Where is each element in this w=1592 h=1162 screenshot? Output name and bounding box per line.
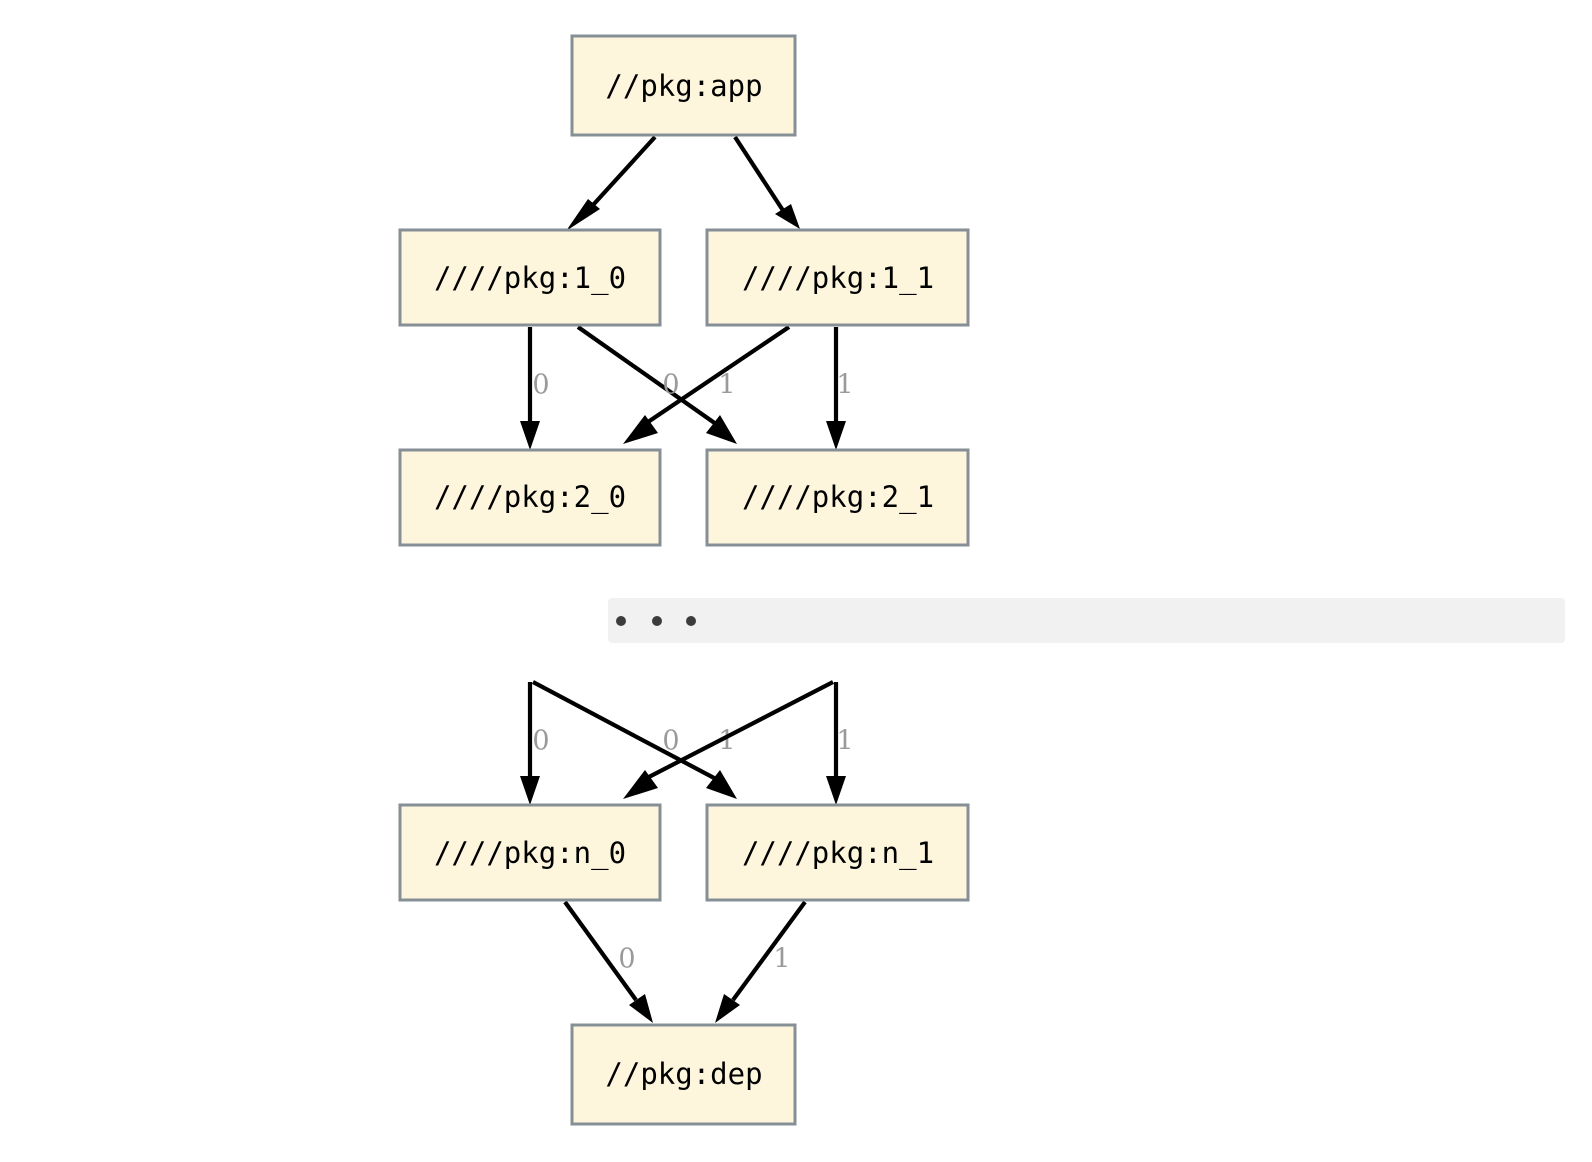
arrowhead-icon	[623, 770, 658, 799]
node-pkg-1_1[interactable]: ////pkg:1_1	[705, 228, 970, 327]
edge-line	[731, 900, 807, 1002]
node-box[interactable]	[398, 803, 662, 902]
node-app[interactable]: //pkg:app	[570, 34, 797, 137]
edge-layer: 0 1 0 1	[520, 135, 854, 1023]
node-layer: //pkg:app ////pkg:1_0 ////pkg:1_1 ////pk…	[398, 34, 970, 1126]
edge-label: 0	[532, 726, 549, 757]
edge-upper-to-n_1: 1	[826, 682, 854, 805]
edge-upper-to-n_1-cross: 1	[532, 680, 737, 799]
edge-upper-to-n_0-cross: 0	[623, 680, 834, 799]
ellipsis-dot-2	[652, 616, 662, 626]
node-box[interactable]	[398, 228, 662, 327]
node-label: ////pkg:2_0	[434, 480, 626, 515]
node-label: //pkg:app	[605, 69, 762, 103]
node-box[interactable]	[570, 1023, 797, 1126]
edge-label: 0	[662, 726, 679, 757]
arrowhead-icon	[706, 770, 737, 799]
ellipsis-dot-3	[686, 616, 696, 626]
arrowhead-icon	[629, 994, 653, 1023]
edge-label: 1	[836, 370, 853, 401]
edge-1_1-to-2_1: 1	[826, 327, 854, 450]
edge-line	[733, 135, 786, 214]
edge-1_1-to-2_0: 0	[623, 325, 791, 444]
node-box[interactable]	[705, 803, 970, 902]
edge-line	[576, 325, 718, 426]
node-pkg-2_0[interactable]: ////pkg:2_0	[398, 448, 662, 547]
node-label: ////pkg:2_1	[742, 480, 934, 515]
edge-line	[581, 135, 657, 218]
edge-1_0-to-2_1: 1	[576, 325, 737, 444]
edge-label: 1	[718, 370, 735, 401]
node-box[interactable]	[705, 228, 970, 327]
edge-line	[644, 680, 834, 781]
edge-label: 1	[773, 944, 790, 975]
node-box[interactable]	[705, 448, 970, 547]
edge-app-to-1_1	[733, 135, 800, 229]
edge-label: 0	[662, 370, 679, 401]
node-label: //pkg:dep	[605, 1057, 762, 1091]
edge-label: 0	[618, 944, 635, 975]
arrowhead-icon	[706, 415, 737, 444]
ellipsis-region	[608, 598, 1565, 643]
node-pkg-n_1[interactable]: ////pkg:n_1	[705, 803, 970, 902]
node-box[interactable]	[398, 448, 662, 547]
arrowhead-icon	[715, 994, 740, 1023]
edge-app-to-1_0	[566, 135, 657, 231]
arrowhead-icon	[826, 776, 846, 805]
ellipsis-dot-1	[616, 616, 626, 626]
edge-n_1-to-dep: 1	[715, 900, 807, 1023]
node-label: ////pkg:n_0	[434, 836, 626, 871]
node-pkg-2_1[interactable]: ////pkg:2_1	[705, 448, 970, 547]
edge-1_0-to-2_0: 0	[520, 327, 550, 450]
node-pkg-n_0[interactable]: ////pkg:n_0	[398, 803, 662, 902]
node-label: ////pkg:1_0	[434, 261, 626, 296]
arrowhead-icon	[566, 199, 600, 231]
node-box[interactable]	[570, 34, 797, 137]
arrowhead-icon	[775, 204, 800, 229]
arrowhead-icon	[520, 776, 540, 805]
edge-n_0-to-dep: 0	[563, 900, 653, 1023]
edge-line	[532, 680, 717, 781]
node-dep[interactable]: //pkg:dep	[570, 1023, 797, 1126]
arrowhead-icon	[520, 421, 540, 450]
node-label: ////pkg:n_1	[742, 836, 934, 871]
edge-line	[643, 325, 791, 426]
node-pkg-1_0[interactable]: ////pkg:1_0	[398, 228, 662, 327]
edge-line	[563, 900, 638, 1002]
node-label: ////pkg:1_1	[742, 261, 934, 296]
arrowhead-icon	[623, 415, 658, 444]
ellipsis-band	[608, 598, 1565, 643]
edge-label: 0	[532, 370, 549, 401]
edge-upper-to-n_0: 0	[520, 682, 550, 805]
arrowhead-icon	[826, 421, 846, 450]
edge-label: 1	[836, 726, 853, 757]
